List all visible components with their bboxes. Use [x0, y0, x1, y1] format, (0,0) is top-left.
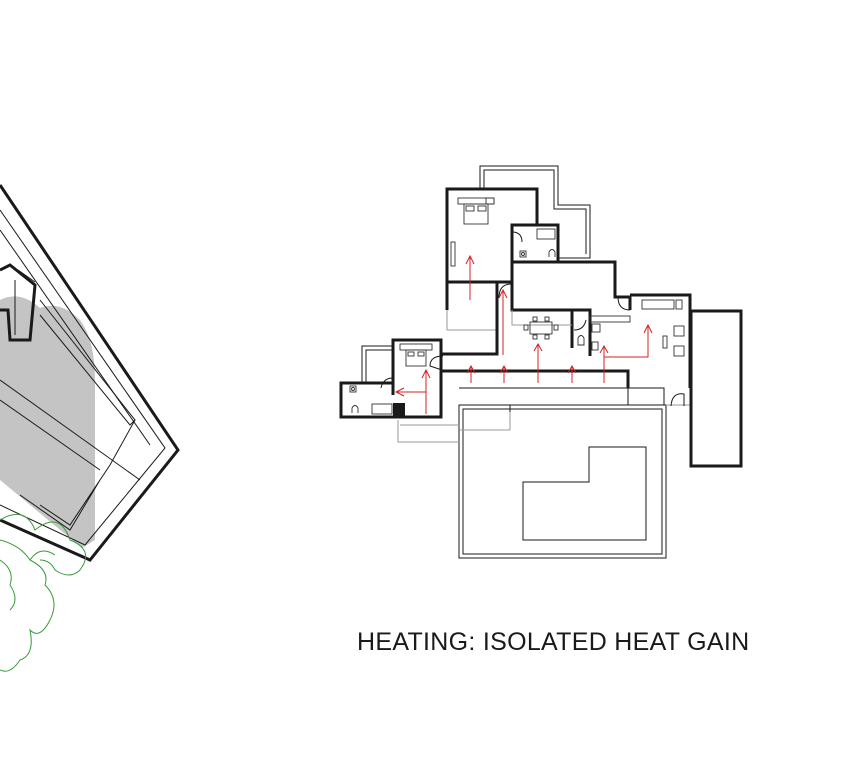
living-door-swing: [617, 296, 631, 311]
bed-icon-2: [399, 343, 433, 367]
section-detail: [14, 269, 136, 426]
west-patio-inner: [365, 349, 393, 383]
hall-door-swing: [498, 283, 512, 299]
bath-2-toilet-icon: [349, 385, 359, 413]
hall-walls: [459, 260, 632, 356]
bath-2-tub: [371, 403, 393, 415]
master-bedroom-walls: [445, 187, 539, 310]
chimney-block: [393, 403, 405, 417]
bath-2-walls: [339, 381, 393, 419]
bathtub: [536, 228, 556, 240]
shadow-area: [0, 296, 95, 548]
roof-outline-outer: [0, 184, 180, 562]
terrace-steps: [459, 387, 665, 412]
bed-icon: [457, 197, 495, 225]
bedroom-2-closet: [380, 377, 394, 389]
wc-toilet-icon: [577, 335, 585, 346]
terrace-outline: [458, 404, 667, 559]
north-patio-outline: [479, 165, 591, 259]
roof-slope-line: [0, 229, 151, 481]
heat-flow-arrow-icon: [394, 254, 653, 414]
section-wall: [0, 263, 37, 342]
master-patio-edge: [446, 310, 498, 331]
kitchen-counter: [589, 315, 631, 351]
bath-door-swing: [511, 231, 523, 243]
terrace-inner: [462, 408, 663, 555]
sofa-icon: [641, 299, 685, 357]
deck-edge: [397, 404, 690, 443]
wc-walls: [570, 330, 592, 356]
toilet-icon: [519, 249, 556, 258]
west-patio-outline: [361, 345, 393, 383]
wardrobe: [450, 241, 456, 267]
bedroom-2-walls: [391, 338, 459, 419]
garage-door-swing: [670, 393, 685, 407]
north-patio-inner: [483, 169, 587, 254]
tree-canopy-icon: [0, 513, 87, 672]
pool-outline: [522, 446, 647, 541]
dining-table-icon: [523, 316, 559, 340]
wc-door-swing: [573, 319, 587, 331]
garage-wing: [689, 309, 743, 468]
master-bath-walls: [512, 223, 560, 264]
diagram-caption: HEATING: ISOLATED HEAT GAIN: [357, 628, 750, 656]
section-base: [19, 419, 136, 531]
site-section: [0, 184, 180, 672]
hall-overhang: [511, 310, 572, 326]
floor-plan: [339, 165, 743, 559]
bedroom-2-door-swing: [429, 355, 446, 372]
